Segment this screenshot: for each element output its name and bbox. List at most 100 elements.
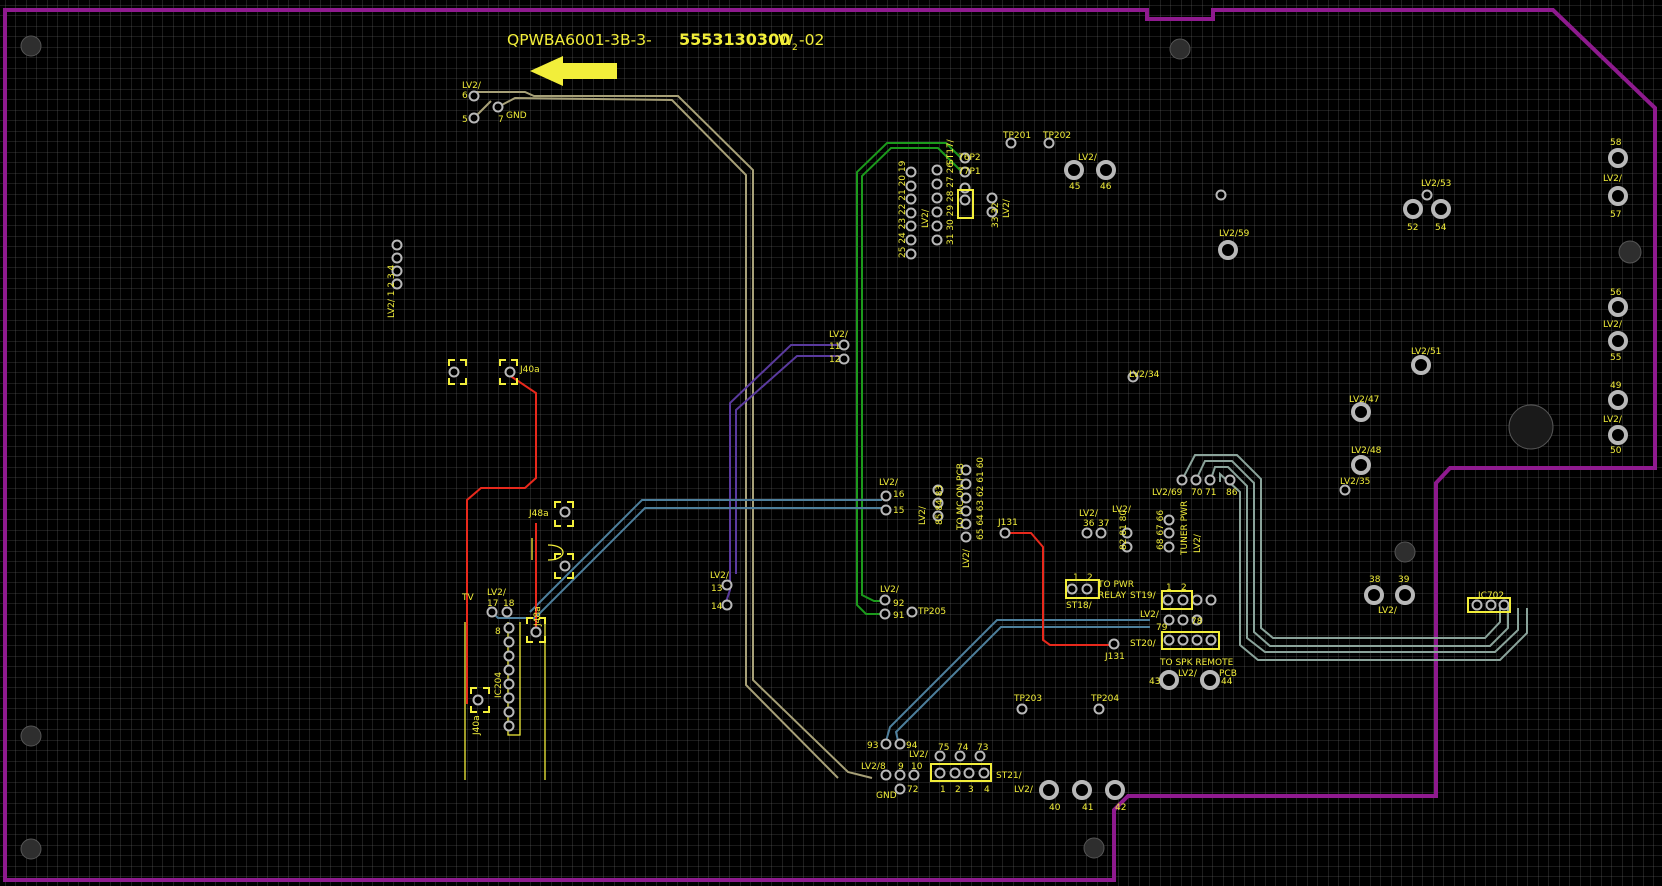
pcb-label: 16 bbox=[893, 490, 905, 500]
pcb-label: LV2/47 bbox=[1349, 395, 1379, 405]
pad bbox=[1105, 780, 1125, 800]
pcb-label: 58 bbox=[1610, 138, 1622, 148]
pad bbox=[954, 750, 966, 762]
pcb-label: 77P1 bbox=[958, 167, 981, 177]
pcb-label: 57 bbox=[1610, 210, 1621, 220]
connector-outlines bbox=[448, 189, 1511, 782]
pcb-label: 78 bbox=[1191, 617, 1203, 627]
pcb-label: J48a bbox=[528, 509, 549, 519]
pcb-label: LV2/ bbox=[829, 330, 849, 340]
pcb-label: 94 bbox=[906, 741, 918, 751]
pcb-label: 37 bbox=[1098, 519, 1109, 529]
pad bbox=[486, 606, 498, 618]
pcb-label: ST20/ bbox=[1130, 639, 1157, 649]
title-number: 5553130300 bbox=[679, 30, 790, 49]
pcb-vertical-label: LV2/ bbox=[1002, 198, 1012, 218]
pcb-label: 11 bbox=[829, 342, 840, 352]
pad bbox=[503, 678, 515, 690]
pcb-label: 73 bbox=[977, 743, 988, 753]
pcb-label: LV2/34 bbox=[1129, 370, 1160, 380]
pcb-label: LV2/ bbox=[1178, 669, 1198, 679]
pcb-vertical-label: 68 67 66 bbox=[1156, 510, 1166, 550]
trace-gray bbox=[1181, 454, 1528, 661]
pcb-label: GND bbox=[876, 791, 897, 801]
pad bbox=[905, 220, 917, 232]
pad bbox=[949, 767, 961, 779]
mounting-holes bbox=[20, 35, 1642, 860]
pcb-label: LV2/51 bbox=[1411, 347, 1441, 357]
pcb-label: 50 bbox=[1610, 446, 1622, 456]
pad bbox=[391, 239, 403, 251]
pcb-vertical-label: 85 84 83 bbox=[935, 485, 945, 525]
pcb-vertical-label: ST17/ bbox=[946, 138, 956, 165]
pad bbox=[879, 608, 891, 620]
pad bbox=[1608, 148, 1628, 168]
pad bbox=[391, 278, 403, 290]
pcb-label: 17 bbox=[487, 599, 498, 609]
pcb-vertical-label: J40a bbox=[472, 715, 482, 736]
pad bbox=[559, 560, 571, 572]
pad bbox=[1200, 670, 1220, 690]
pad bbox=[880, 490, 892, 502]
pcb-label: 38 bbox=[1369, 575, 1381, 585]
pcb-label: PCB bbox=[1219, 669, 1237, 679]
pcb-label: 44 bbox=[1221, 677, 1233, 687]
pad bbox=[931, 234, 943, 246]
pad bbox=[503, 720, 515, 732]
pad bbox=[974, 750, 986, 762]
pad bbox=[905, 207, 917, 219]
pad bbox=[503, 664, 515, 676]
pad bbox=[978, 767, 990, 779]
pad bbox=[959, 166, 971, 178]
pcb-label: LV2/ bbox=[1378, 606, 1398, 616]
pad bbox=[931, 178, 943, 190]
pad bbox=[934, 750, 946, 762]
pad bbox=[960, 531, 972, 543]
pad bbox=[908, 769, 920, 781]
pcb-label: 1 bbox=[1166, 583, 1172, 593]
pad bbox=[1121, 527, 1133, 539]
pcb-label: LV2/ bbox=[1603, 415, 1623, 425]
pcb-label: 10 bbox=[911, 762, 923, 772]
pads-layer bbox=[391, 90, 1628, 800]
pcb-label: 40 bbox=[1049, 803, 1061, 813]
pad bbox=[879, 594, 891, 606]
pcb-label: LV2/69 bbox=[1152, 488, 1183, 498]
pad bbox=[932, 484, 944, 496]
pad bbox=[838, 339, 850, 351]
pcb-label: 1 bbox=[940, 785, 946, 795]
trace-green bbox=[856, 142, 966, 615]
pcb-vertical-label: IC204 bbox=[494, 672, 504, 698]
pad bbox=[530, 626, 542, 638]
pcb-label: LV2/ bbox=[1603, 320, 1623, 330]
pcb-label: LV2/ bbox=[909, 750, 929, 760]
pcb-label: 71 bbox=[1205, 488, 1216, 498]
pcb-label: TP201 bbox=[1002, 131, 1031, 141]
pcb-label: GND bbox=[506, 111, 527, 121]
pad bbox=[999, 527, 1011, 539]
pad bbox=[503, 622, 515, 634]
pcb-label: 41 bbox=[1082, 803, 1093, 813]
title-revision-sub: 2 bbox=[792, 43, 798, 53]
pad bbox=[1177, 594, 1189, 606]
pad bbox=[1163, 514, 1175, 526]
pad bbox=[1081, 583, 1093, 595]
pad bbox=[931, 220, 943, 232]
pad bbox=[1485, 599, 1497, 611]
pad bbox=[503, 636, 515, 648]
pad bbox=[503, 706, 515, 718]
pcb-label: 6 bbox=[462, 91, 468, 101]
pad bbox=[894, 738, 906, 750]
pcb-label: 45 bbox=[1069, 182, 1080, 192]
pcb-label: 1 bbox=[1073, 573, 1079, 583]
pad bbox=[1096, 160, 1116, 180]
pcb-vertical-label: LV2/ bbox=[1193, 533, 1203, 553]
pcb-label: 55 bbox=[1610, 353, 1621, 363]
pad bbox=[959, 152, 971, 164]
pad bbox=[1159, 670, 1179, 690]
pcb-label: J131 bbox=[1104, 652, 1125, 662]
pad bbox=[1339, 484, 1351, 496]
pad bbox=[905, 234, 917, 246]
pcb-label: ST19/ bbox=[1130, 591, 1157, 601]
pcb-vertical-label: 65 64 63 62 61 60 bbox=[976, 457, 986, 540]
